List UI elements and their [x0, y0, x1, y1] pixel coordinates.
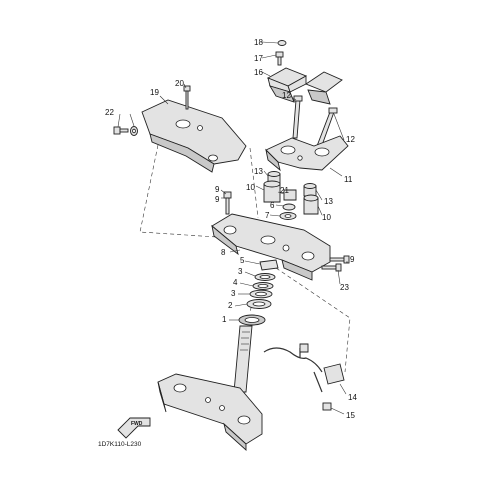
- part-label: 3: [231, 289, 236, 298]
- collar-10-left: [263, 180, 281, 203]
- nut-21: [283, 189, 297, 201]
- part-label: 9: [215, 195, 220, 204]
- svg-text:FWD: FWD: [131, 421, 143, 427]
- part-label: 3: [238, 267, 243, 276]
- part-label: 5: [240, 256, 245, 265]
- part-label: 22: [105, 108, 114, 117]
- part-label: 10: [246, 183, 255, 192]
- bushing-13-right: [303, 183, 317, 197]
- part-label: 23: [340, 283, 349, 292]
- part-labels: 18 17 16 20 19 12 12 11 13 13 10 10 21 6…: [105, 38, 357, 420]
- part-label: 20: [175, 79, 184, 88]
- bearing-2: [246, 299, 272, 309]
- lock-washer-5: [259, 259, 279, 271]
- lower-bracket: [157, 373, 263, 452]
- bolt-17: [275, 51, 284, 66]
- part-label: 15: [346, 411, 355, 420]
- ring-nut-3a: [254, 273, 276, 281]
- bolt-9-upper: [223, 191, 232, 215]
- bolt-15: [322, 402, 332, 411]
- part-label: 1: [222, 315, 227, 324]
- part-label: 6: [270, 201, 275, 210]
- washer-23: [130, 126, 138, 136]
- fwd-arrow-icon: FWD: [117, 417, 151, 439]
- part-label: 4: [233, 278, 238, 287]
- top-clamp-16: [266, 67, 343, 105]
- upper-bracket: [141, 99, 247, 173]
- nut-7: [279, 212, 297, 220]
- part-label: 16: [254, 68, 263, 77]
- washer-4: [252, 282, 274, 290]
- part-label: 12: [282, 91, 291, 100]
- wire-harness-14: [263, 343, 345, 393]
- bolt-9-side-b: [321, 263, 342, 272]
- part-label: 8: [221, 248, 226, 257]
- washer-6: [282, 203, 296, 211]
- part-label: 12: [346, 135, 355, 144]
- part-label: 2: [228, 301, 233, 310]
- part-label: 9: [215, 185, 220, 194]
- part-label: 19: [150, 88, 159, 97]
- bolt-9-side-a: [329, 255, 350, 264]
- part-label: 17: [254, 54, 263, 63]
- part-label: 13: [254, 167, 263, 176]
- cap-18: [277, 40, 287, 46]
- part-label: 13: [324, 197, 333, 206]
- part-label: 21: [280, 186, 289, 195]
- part-label: 9: [350, 255, 355, 264]
- part-label: 14: [348, 393, 357, 402]
- diagram-code: 1D7K110-L230: [98, 441, 142, 448]
- part-label: 7: [265, 211, 270, 220]
- collar-10-right: [303, 194, 319, 215]
- part-label: 11: [344, 175, 353, 184]
- steering-stem: [233, 325, 253, 393]
- bolt-22: [113, 126, 129, 135]
- bolt-20: [183, 85, 191, 110]
- part-label: 18: [254, 38, 263, 47]
- part-label: 10: [322, 213, 331, 222]
- leader-lines: [117, 41, 348, 415]
- upper-crown-8: [211, 213, 331, 281]
- ring-nut-3b: [249, 289, 273, 299]
- lower-clamp-11: [265, 135, 349, 172]
- seal-1: [238, 314, 266, 326]
